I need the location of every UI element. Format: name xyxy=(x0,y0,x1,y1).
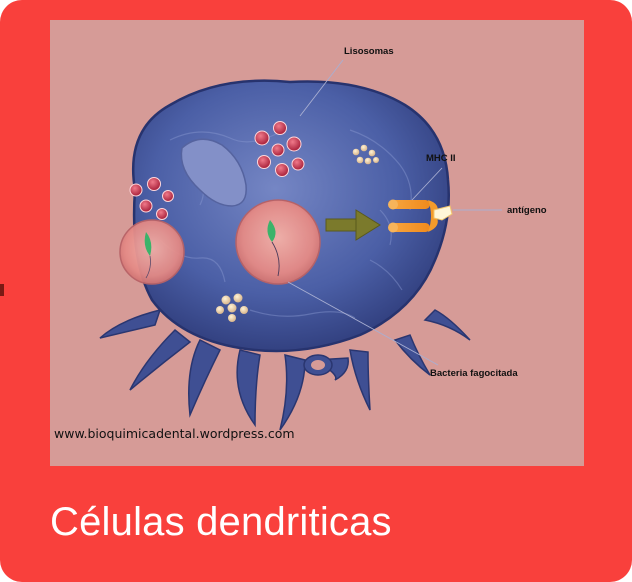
label-lysosomes: Lisosomas xyxy=(344,46,394,57)
bacterium-center-tail xyxy=(271,241,280,277)
organelle-blob xyxy=(180,138,247,207)
antigen-shape xyxy=(433,205,453,221)
granule-cluster-right xyxy=(352,144,379,165)
presentation-arrow xyxy=(325,209,381,241)
phagosome-left xyxy=(119,219,185,285)
label-mhc-ii: MHC II xyxy=(426,153,456,164)
dendritic-cell-illustration: Lisosomas MHC II antígeno Bacteria fagoc… xyxy=(54,46,547,441)
edge-marker xyxy=(0,284,4,296)
bacterium-center xyxy=(267,220,276,242)
caption-title: Células dendriticas xyxy=(50,500,392,544)
label-antigen: antígeno xyxy=(507,205,547,216)
mhc-ii-receptor xyxy=(388,199,438,233)
dendritic-cell-figure: Lisosomas MHC II antígeno Bacteria fagoc… xyxy=(50,20,584,466)
label-leader-lines xyxy=(287,59,502,366)
cell-dendrites xyxy=(99,308,471,431)
label-phagocytosed-bacteria: Bacteria fagocitada xyxy=(430,368,518,379)
bacterium-left-tail xyxy=(145,255,151,279)
lysosome-cluster-top xyxy=(254,121,305,177)
bacterium-left xyxy=(144,232,152,256)
phagosome-center xyxy=(235,199,321,285)
lysosome-cluster-left xyxy=(129,177,174,220)
watermark-url: www.bioquimicadental.wordpress.com xyxy=(54,426,295,441)
granule-cluster-bottom xyxy=(216,293,248,322)
